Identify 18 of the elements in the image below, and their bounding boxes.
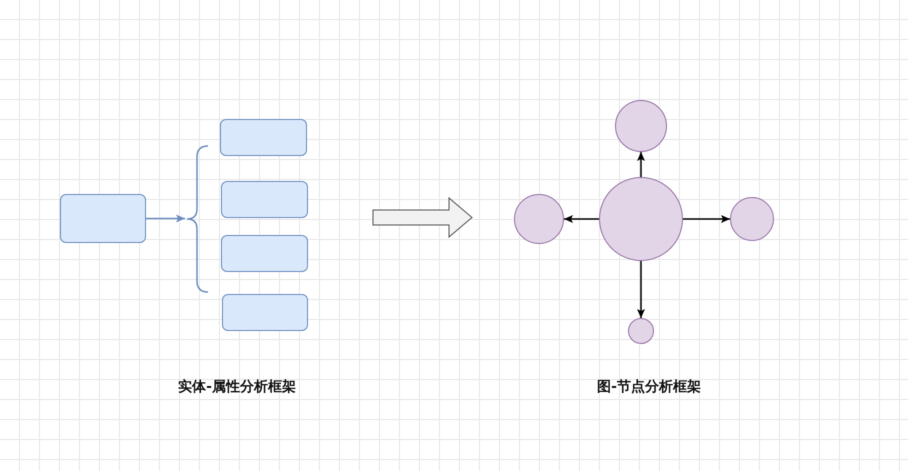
caption-label: 图-节点分析框架 bbox=[597, 378, 701, 396]
rounded-box bbox=[220, 119, 307, 156]
circle-node bbox=[628, 318, 654, 344]
caption-label: 实体-属性分析框架 bbox=[178, 378, 296, 396]
rounded-box bbox=[221, 235, 308, 272]
circle-node bbox=[514, 194, 564, 244]
circle-node bbox=[615, 100, 667, 152]
circle-node bbox=[599, 177, 683, 261]
arrow bbox=[637, 152, 645, 177]
arrow bbox=[564, 215, 599, 223]
circle-node bbox=[730, 197, 774, 241]
arrow bbox=[146, 214, 185, 222]
arrow bbox=[683, 215, 730, 223]
rounded-box bbox=[60, 194, 146, 243]
rounded-box bbox=[222, 294, 308, 331]
curly-brace bbox=[186, 145, 208, 293]
arrow bbox=[637, 261, 645, 318]
rounded-box bbox=[221, 181, 308, 218]
